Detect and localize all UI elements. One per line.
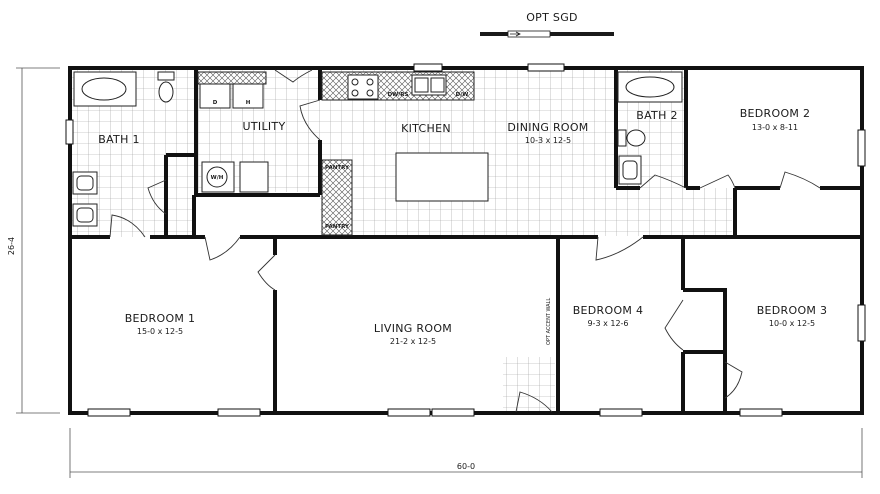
window-living-b [431, 408, 475, 417]
utility-label: UTILITY [243, 120, 286, 133]
living-label: LIVING ROOM [374, 322, 452, 335]
door-front [515, 391, 553, 413]
washer-label: H [246, 100, 251, 106]
window-kitchen [413, 63, 443, 72]
door-bedroom2-closet [779, 171, 821, 189]
bath1-fixtures [72, 71, 175, 227]
dimension-lines [16, 67, 863, 478]
door-bedroom2 [699, 174, 736, 189]
window-bedroom4 [599, 408, 643, 417]
window-dining [527, 63, 565, 72]
door-living [257, 254, 276, 291]
dryer [199, 83, 231, 109]
bedroom4-label: BEDROOM 4 [573, 304, 644, 317]
bedroom2-label: BEDROOM 2 [740, 107, 811, 120]
interior-walls [70, 70, 862, 412]
window-bedroom1-a [87, 408, 131, 417]
door-bedroom4 [595, 236, 644, 261]
kitchen-island [395, 152, 489, 202]
bath2-label: BATH 2 [636, 109, 678, 122]
window-bedroom1-b [217, 408, 261, 417]
window-bedroom3-side [857, 304, 866, 342]
opt-sgd-marker: OPT SGD [480, 11, 614, 38]
kitchen-fixtures [321, 71, 489, 236]
door-utility [299, 99, 321, 141]
door-swings [109, 69, 821, 413]
dining-label: DINING ROOM [507, 121, 588, 134]
kitchen-label: KITCHEN [401, 122, 451, 135]
window-bedroom2 [857, 129, 866, 167]
pantry-bottom-label: PANTRY [325, 224, 350, 230]
width-dimension: 60-0 [457, 462, 475, 471]
utility-fixtures [197, 71, 269, 193]
range [347, 74, 379, 100]
windows [65, 63, 866, 417]
living-size: 21-2 x 12-5 [390, 337, 436, 346]
washer [232, 83, 264, 109]
door-bath2 [639, 174, 687, 189]
bedroom1-label: BEDROOM 1 [125, 312, 196, 325]
pantry-top-label: PANTRY [325, 165, 350, 171]
opt-sgd-label: OPT SGD [526, 11, 578, 24]
dwrs-label: DW/RS [388, 92, 409, 98]
door-rear [274, 69, 313, 83]
accent-wall-label: OPT ACCENT WALL [546, 298, 552, 345]
dryer-label: D [213, 100, 218, 106]
dining-size: 10-3 x 12-5 [525, 136, 571, 145]
door-closet [664, 299, 684, 351]
bath2-fixtures [617, 71, 683, 185]
door-bath1-side [147, 179, 167, 215]
bedroom4-size: 9-3 x 12-6 [587, 319, 628, 328]
toilet-1 [158, 81, 174, 103]
window-bedroom3 [739, 408, 783, 417]
water-heater-label: W/H [211, 175, 224, 181]
door-bath1 [109, 214, 146, 238]
door-closet-b3 [724, 361, 743, 399]
pantry [321, 159, 353, 236]
dw-label: D/W [456, 92, 469, 98]
depth-dimension: 26-4 [7, 237, 16, 255]
water-heater [206, 166, 228, 188]
window-bath1 [65, 119, 74, 145]
bath1-label: BATH 1 [98, 133, 140, 146]
bedroom3-label: BEDROOM 3 [757, 304, 828, 317]
toilet-2 [626, 129, 646, 147]
window-living-a [387, 408, 431, 417]
bedroom2-size: 13-0 x 8-11 [752, 123, 798, 132]
bedroom1-size: 15-0 x 12-5 [137, 327, 183, 336]
door-bedroom1 [204, 236, 241, 261]
tub-basin-1 [81, 77, 127, 101]
bedroom3-size: 10-0 x 12-5 [769, 319, 815, 328]
